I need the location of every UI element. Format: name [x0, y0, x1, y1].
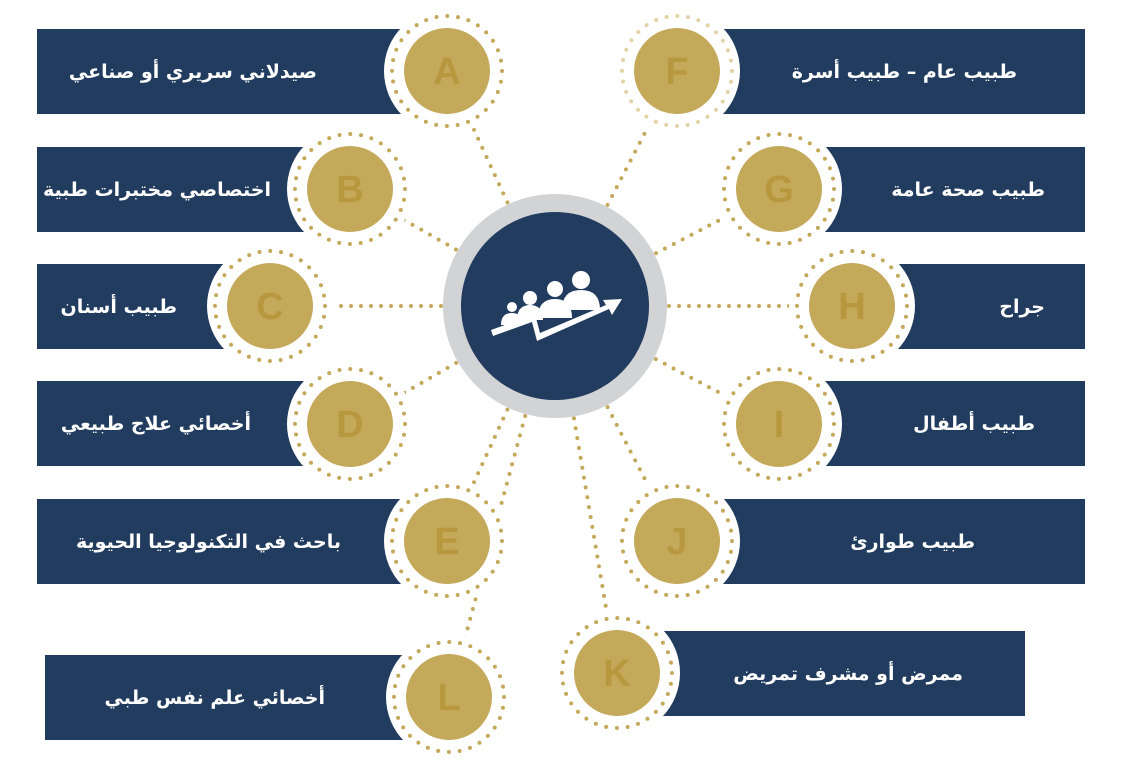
node-letter-k: K [603, 653, 631, 695]
node-circle-b [307, 146, 393, 232]
node-circle-k [574, 630, 660, 716]
node-bar-i: طبيب أطفال [800, 381, 1085, 466]
node-circle-e [404, 498, 490, 584]
node-bar-k: ممرض أو مشرف تمريض [640, 631, 1025, 716]
connector-e [470, 407, 510, 489]
node-dotted-ring-i [722, 367, 836, 481]
node-letter-l: L [437, 677, 460, 719]
node-letter-c: C [256, 286, 283, 328]
node-label-i: طبيب أطفال [913, 412, 1035, 435]
node-bar-f: طبيب عام – طبيب أسرة [700, 29, 1085, 114]
node-label-j: طبيب طوارئ [850, 530, 975, 553]
node-dotted-ring-l [392, 640, 506, 754]
node-dotted-ring-k [560, 616, 674, 730]
node-letter-d: D [336, 404, 363, 446]
node-dotted-ring-c [213, 249, 327, 363]
node-letter-e: E [434, 521, 459, 563]
connector-a [470, 123, 510, 205]
connector-d [400, 360, 459, 397]
node-label-b: اختصاصي مختبرات طبية [43, 178, 271, 201]
node-circle-g [736, 146, 822, 232]
node-label-g: طبيب صحة عامة [891, 178, 1045, 201]
node-circle-l [406, 654, 492, 740]
node-letter-j: J [666, 521, 687, 563]
node-label-c: طبيب أسنان [60, 295, 177, 318]
connector-j [605, 405, 652, 490]
connector-f [605, 122, 652, 207]
node-dotted-ring-g [722, 132, 836, 246]
node-circle-d [307, 381, 393, 467]
node-bar-b: اختصاصي مختبرات طبية [37, 147, 327, 232]
node-dotted-ring-b [293, 132, 407, 246]
node-bar-l: أخصائي علم نفس طبي [45, 655, 425, 740]
node-dotted-ring-f [620, 14, 734, 128]
node-circle-j [634, 498, 720, 584]
node-letter-b: B [336, 169, 363, 211]
connector-g [654, 214, 728, 256]
node-bar-g: طبيب صحة عامة [800, 147, 1085, 232]
node-bar-d: أخصائي علاج طبيعي [37, 381, 327, 466]
node-label-l: أخصائي علم نفس طبي [104, 686, 325, 709]
team-growth-arrow-icon [491, 271, 622, 341]
node-letter-g: G [764, 169, 794, 211]
node-circle-f [634, 28, 720, 114]
node-label-h: جراح [999, 295, 1045, 318]
node-circle-c [227, 263, 313, 349]
node-dotted-ring-d [293, 367, 407, 481]
node-bar-e: باحث في التكنولوجيا الحيوية [37, 499, 427, 584]
node-circle-h [809, 263, 895, 349]
connector-k [571, 416, 610, 616]
connector-l [462, 414, 528, 642]
node-circle-a [404, 28, 490, 114]
connector-b [400, 216, 458, 252]
node-letter-i: I [774, 404, 785, 446]
node-dotted-ring-e [390, 484, 504, 598]
node-letter-a: A [433, 51, 460, 93]
node-dotted-ring-a [390, 14, 504, 128]
connector-i [653, 357, 728, 399]
node-label-a: صيدلاني سريري أو صناعي [68, 60, 317, 83]
node-bar-a: صيدلاني سريري أو صناعي [37, 29, 417, 114]
node-circle-i [736, 381, 822, 467]
node-label-d: أخصائي علاج طبيعي [60, 412, 251, 435]
node-label-f: طبيب عام – طبيب أسرة [791, 60, 1017, 83]
node-label-k: ممرض أو مشرف تمريض [733, 662, 963, 685]
node-label-e: باحث في التكنولوجيا الحيوية [76, 530, 341, 553]
node-dotted-ring-h [795, 249, 909, 363]
node-letter-h: H [838, 286, 865, 328]
node-letter-f: F [665, 51, 688, 93]
node-dotted-ring-j [620, 484, 734, 598]
node-bar-j: طبيب طوارئ [700, 499, 1085, 584]
